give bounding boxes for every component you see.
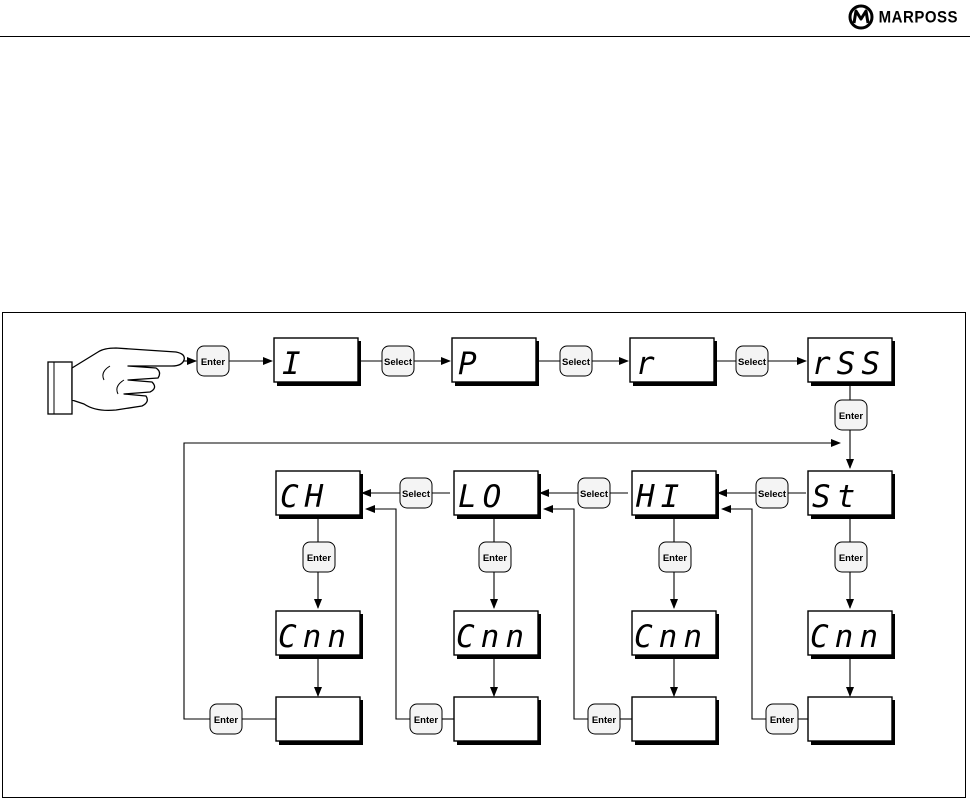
- enter-key-hi[interactable]: Enter: [659, 542, 691, 572]
- display-text: St: [812, 479, 861, 515]
- svg-text:Enter: Enter: [201, 357, 226, 368]
- enter-key-rss[interactable]: Enter: [835, 400, 867, 430]
- display-text: LO: [458, 479, 507, 515]
- display-text: I: [282, 346, 307, 382]
- display-text: Cnn: [634, 619, 708, 655]
- display-text: P: [458, 346, 483, 382]
- select-key-lo-ch[interactable]: Select: [400, 478, 432, 508]
- svg-text:Enter: Enter: [307, 553, 332, 564]
- svg-text:Select: Select: [402, 489, 431, 500]
- svg-text:Select: Select: [384, 357, 413, 368]
- svg-text:Enter: Enter: [839, 411, 864, 422]
- svg-text:Select: Select: [758, 489, 787, 500]
- svg-text:Enter: Enter: [592, 715, 617, 726]
- select-key-1[interactable]: Select: [382, 346, 414, 376]
- enter-key-lo[interactable]: Enter: [479, 542, 511, 572]
- select-key-st-hi[interactable]: Select: [756, 478, 788, 508]
- select-key-hi-lo[interactable]: Select: [578, 478, 610, 508]
- svg-text:Select: Select: [738, 357, 767, 368]
- enter-key-return-lo[interactable]: Enter: [410, 704, 442, 734]
- svg-text:Enter: Enter: [663, 553, 688, 564]
- display-text: Cnn: [278, 619, 352, 655]
- svg-text:Select: Select: [562, 357, 591, 368]
- pointing-hand-icon: [48, 348, 184, 414]
- enter-key-start[interactable]: Enter: [197, 346, 229, 376]
- svg-text:Enter: Enter: [214, 715, 239, 726]
- display-text: CH: [280, 479, 329, 515]
- svg-text:Enter: Enter: [839, 553, 864, 564]
- svg-text:Enter: Enter: [483, 553, 508, 564]
- select-key-2[interactable]: Select: [560, 346, 592, 376]
- display-row-4: [276, 697, 895, 745]
- enter-key-return-st[interactable]: Enter: [766, 704, 798, 734]
- svg-text:Select: Select: [580, 489, 609, 500]
- svg-text:Enter: Enter: [414, 715, 439, 726]
- display-text: HI: [635, 479, 685, 515]
- enter-key-ch[interactable]: Enter: [303, 542, 335, 572]
- display-text: Cnn: [456, 619, 530, 655]
- select-key-3[interactable]: Select: [736, 346, 768, 376]
- display-text: rSS: [812, 346, 886, 382]
- svg-text:Enter: Enter: [770, 715, 795, 726]
- enter-key-return-ch[interactable]: Enter: [210, 704, 242, 734]
- display-row-3: Cnn Cnn Cnn Cnn: [276, 611, 895, 659]
- column-flows: [318, 518, 850, 696]
- display-text: r: [636, 346, 661, 382]
- display-text: Cnn: [810, 619, 884, 655]
- enter-key-return-hi[interactable]: Enter: [588, 704, 620, 734]
- enter-key-st[interactable]: Enter: [835, 542, 867, 572]
